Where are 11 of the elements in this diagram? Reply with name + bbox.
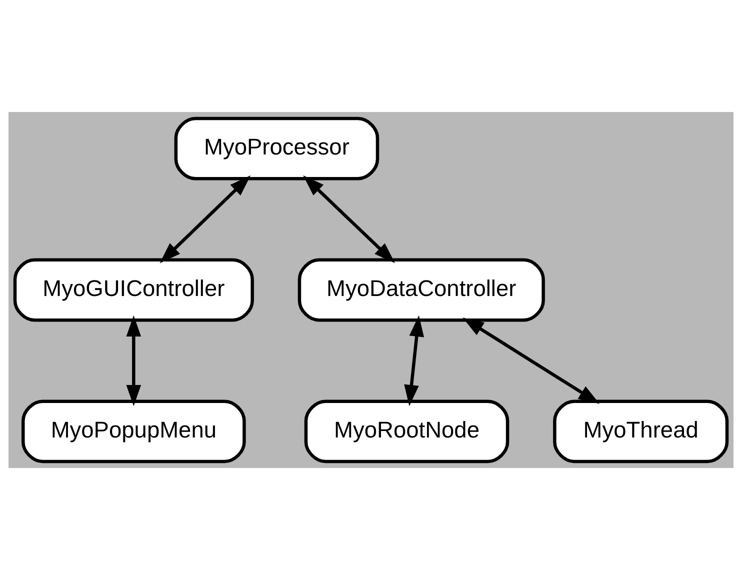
arrow [404, 315, 424, 406]
arrow [303, 175, 395, 264]
node-box: MyoGUIController [13, 258, 254, 322]
arrow [160, 175, 251, 264]
arrow [126, 315, 142, 406]
node-box: MyoProcessor [174, 116, 380, 180]
node-box: MyoPopupMenu [22, 400, 246, 464]
node-box: MyoRootNode [304, 400, 510, 464]
node-box: MyoThread [553, 400, 729, 464]
arrow [462, 318, 600, 404]
node-box: MyoDataController [298, 258, 545, 322]
